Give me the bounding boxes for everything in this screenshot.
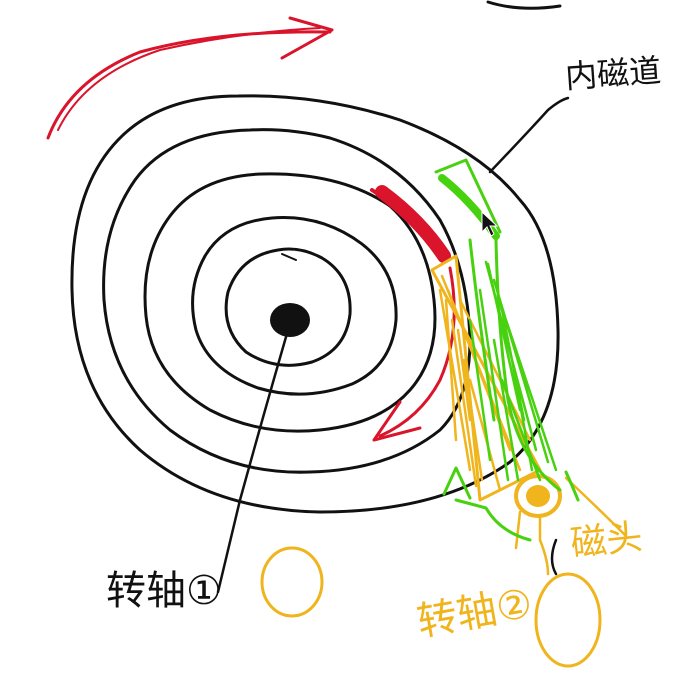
- inner-track-leader-line: [488, 96, 570, 174]
- red-track-segment: [370, 185, 456, 442]
- head-label: 磁头: [569, 517, 645, 565]
- spindle-2-label: 转轴②: [414, 580, 536, 645]
- rotation-arrow-top: [46, 16, 334, 140]
- top-edge-stroke: [486, 0, 562, 10]
- inner-track-label: 内磁道: [564, 51, 662, 96]
- spindle-1-label: 转轴①: [106, 568, 222, 614]
- disk-tracks: [70, 94, 560, 514]
- green-arm-region: [434, 158, 580, 542]
- track-tick: [281, 253, 297, 261]
- cursor-icon: [481, 210, 499, 237]
- head-label-bracket: [550, 538, 558, 576]
- track-4: [102, 128, 472, 474]
- spindle-leader-line: [216, 328, 290, 594]
- track-inner: [224, 247, 352, 367]
- spindle-1-circle: [260, 546, 324, 618]
- track-outer: [70, 94, 560, 514]
- spindle-dot: [270, 303, 310, 337]
- track-3: [143, 172, 437, 433]
- spindle-2-circle: [534, 572, 602, 668]
- track-2: [191, 216, 398, 396]
